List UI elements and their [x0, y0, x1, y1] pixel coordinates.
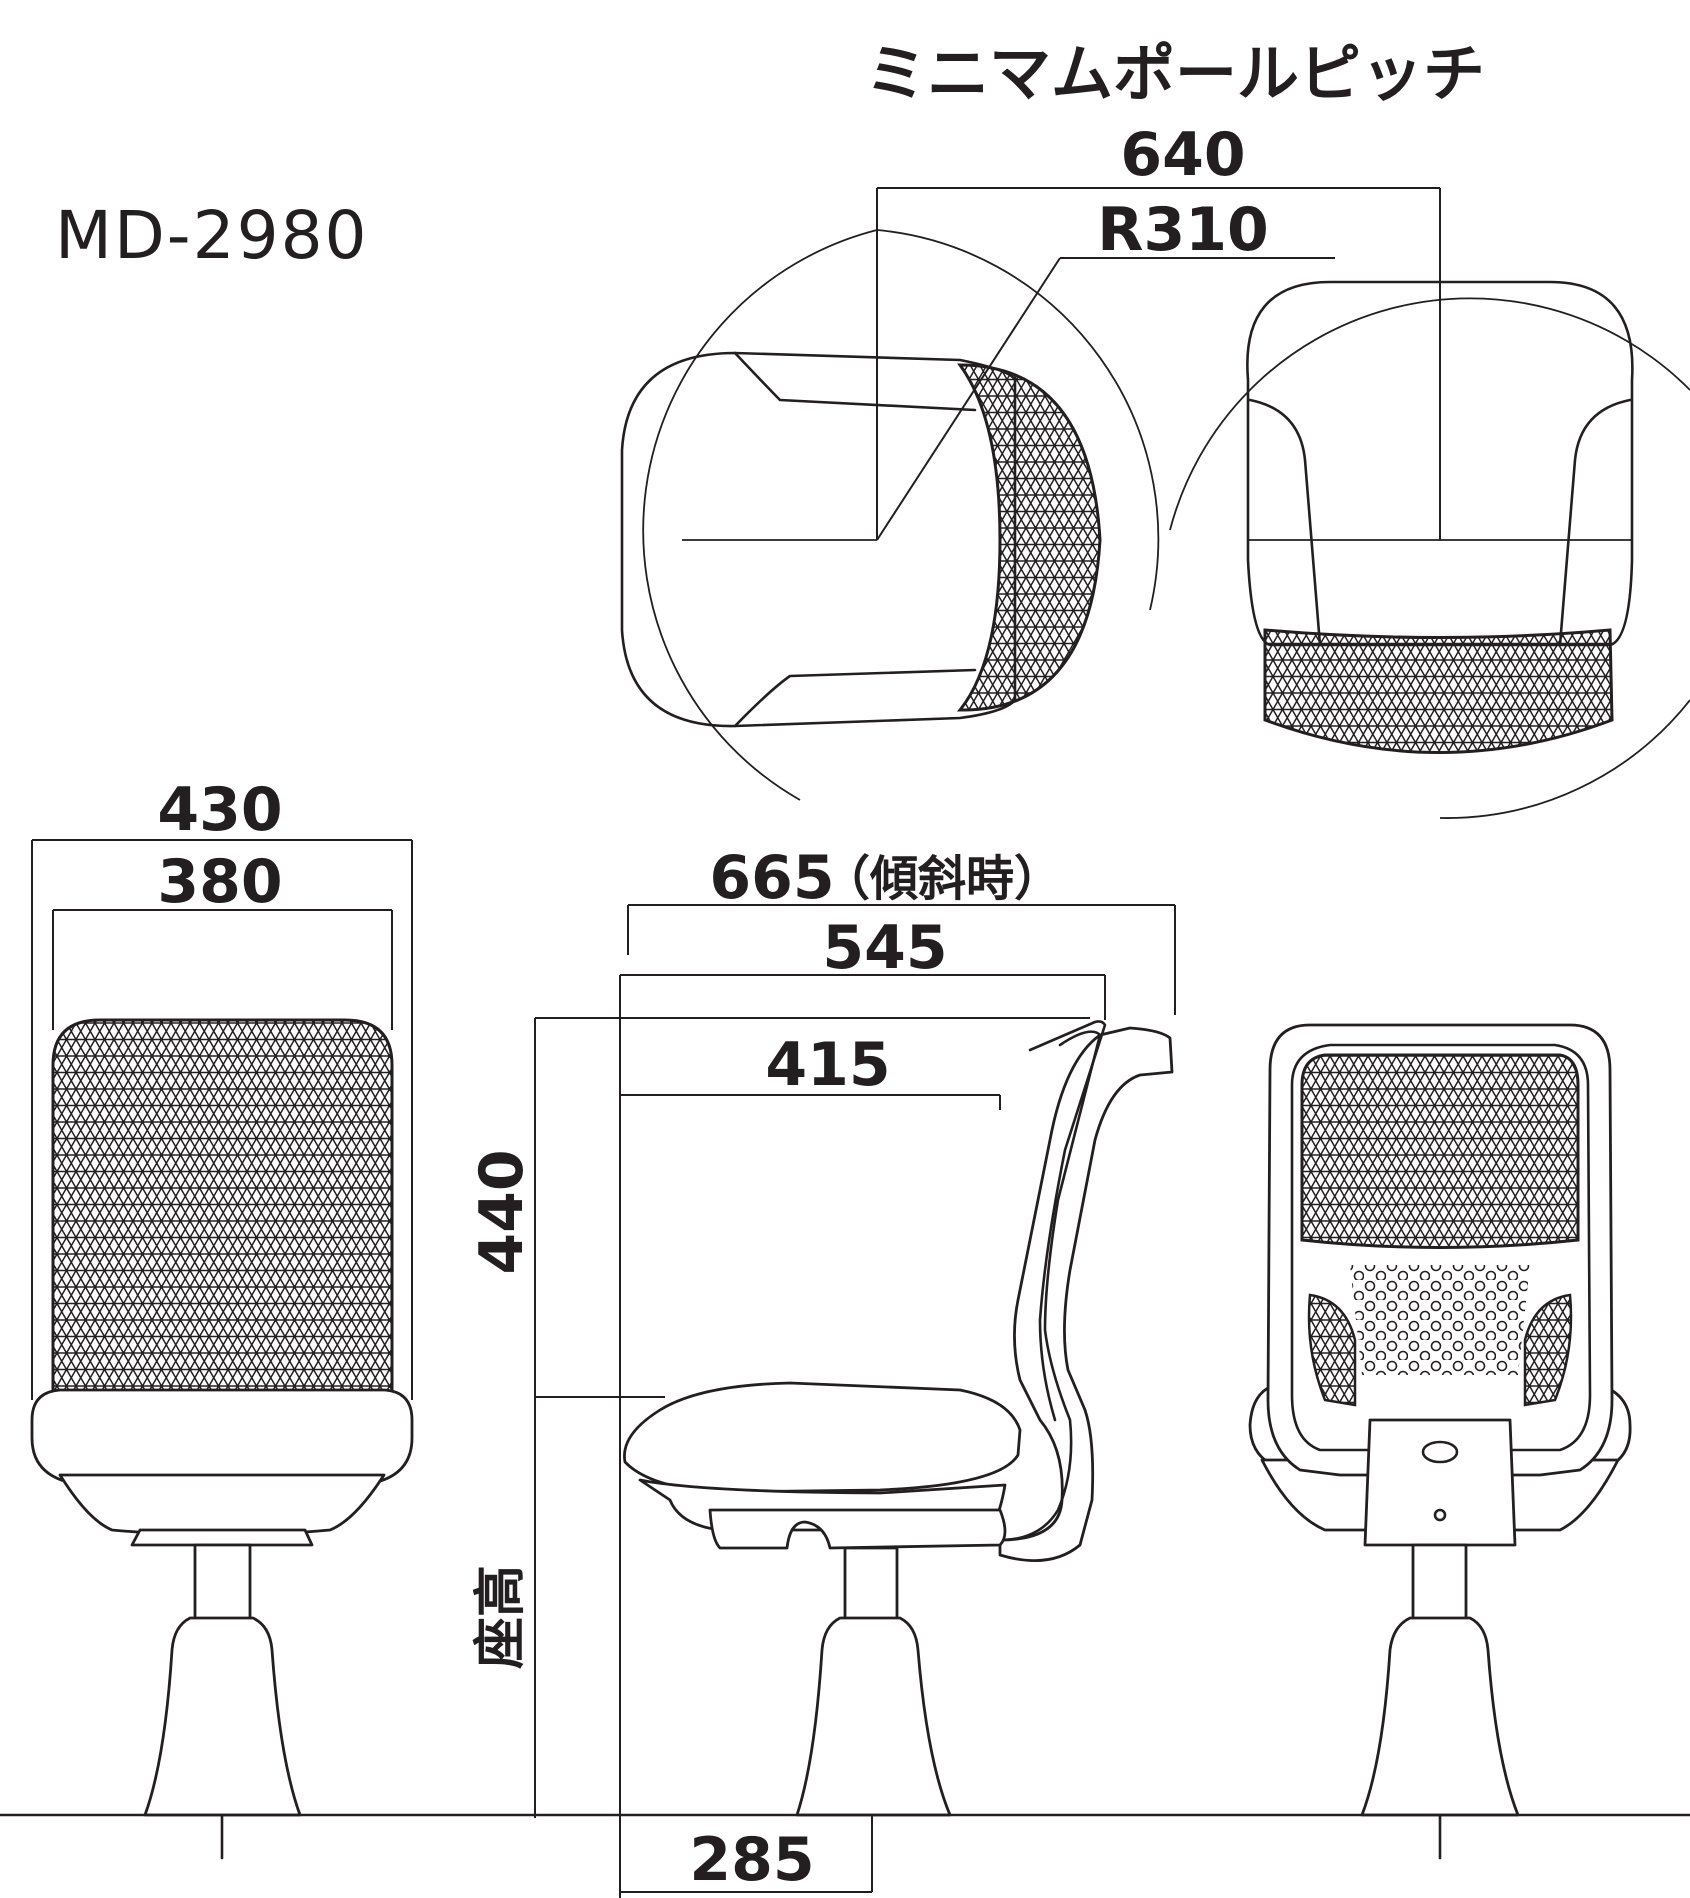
side-base [795, 1616, 952, 1817]
seat-height-label: 座高 [471, 1565, 531, 1669]
back-side-mesh-left [1307, 1293, 1357, 1407]
model-number: MD-2980 [55, 197, 369, 274]
depth-tilted-label: 665 （傾斜時） [709, 843, 1062, 913]
base-offset-dimension: 285 [689, 1825, 814, 1895]
back-mesh [1300, 1053, 1580, 1249]
top-view-chair-left [620, 229, 1160, 801]
front-seat-shell [58, 1473, 386, 1537]
side-pole [843, 1546, 899, 1627]
pole-pitch-view: ミニマムポールピッチ 640 R310 [620, 37, 1690, 819]
side-dimension-lines [534, 904, 1176, 1898]
pole-pitch-title: ミニマムポールピッチ [865, 37, 1485, 110]
front-view: 430 380 [30, 775, 414, 1860]
depth-tilted-dimension: 665 [709, 843, 834, 913]
back-height-dimension: 440 [467, 1149, 537, 1274]
side-mechanism [708, 1508, 1007, 1550]
back-view [1248, 1023, 1632, 1860]
side-view: 665 （傾斜時） 545 415 440 座高 285 [467, 843, 1176, 1898]
radius-leader-line [876, 257, 1335, 541]
pole-pitch-dimension: 640 [1120, 120, 1245, 190]
side-seat-cushion [623, 1381, 1022, 1494]
front-seat-cushion [30, 1388, 414, 1487]
back-knob [1421, 1440, 1459, 1464]
width-dimension-lines [31, 839, 413, 1400]
seat-depth-dimension: 415 [765, 1030, 890, 1100]
back-mechanism [1363, 1418, 1517, 1547]
front-mechanism [130, 1528, 314, 1547]
back-width-dimension: 380 [157, 847, 282, 917]
back-side-mesh-right [1523, 1293, 1573, 1407]
side-backrest-frame [1028, 1020, 1107, 1422]
front-pole [193, 1543, 252, 1625]
radius-dimension: R310 [1097, 195, 1268, 265]
back-screw [1433, 1508, 1447, 1522]
front-backrest-mesh [51, 1018, 394, 1402]
side-backrest-inner [998, 1030, 1102, 1542]
back-lumbar-dots [1350, 1265, 1530, 1375]
top-view-chair-right [1169, 280, 1690, 819]
back-base [1360, 1616, 1520, 1817]
side-backrest-outer [998, 1026, 1174, 1562]
front-base [143, 1616, 302, 1817]
back-pole [1411, 1543, 1468, 1627]
overall-width-dimension: 430 [157, 775, 282, 845]
depth-tilted-note: （傾斜時） [822, 851, 1062, 907]
depth-dimension: 545 [822, 913, 947, 983]
pole-pitch-dimension-line [876, 187, 1441, 540]
